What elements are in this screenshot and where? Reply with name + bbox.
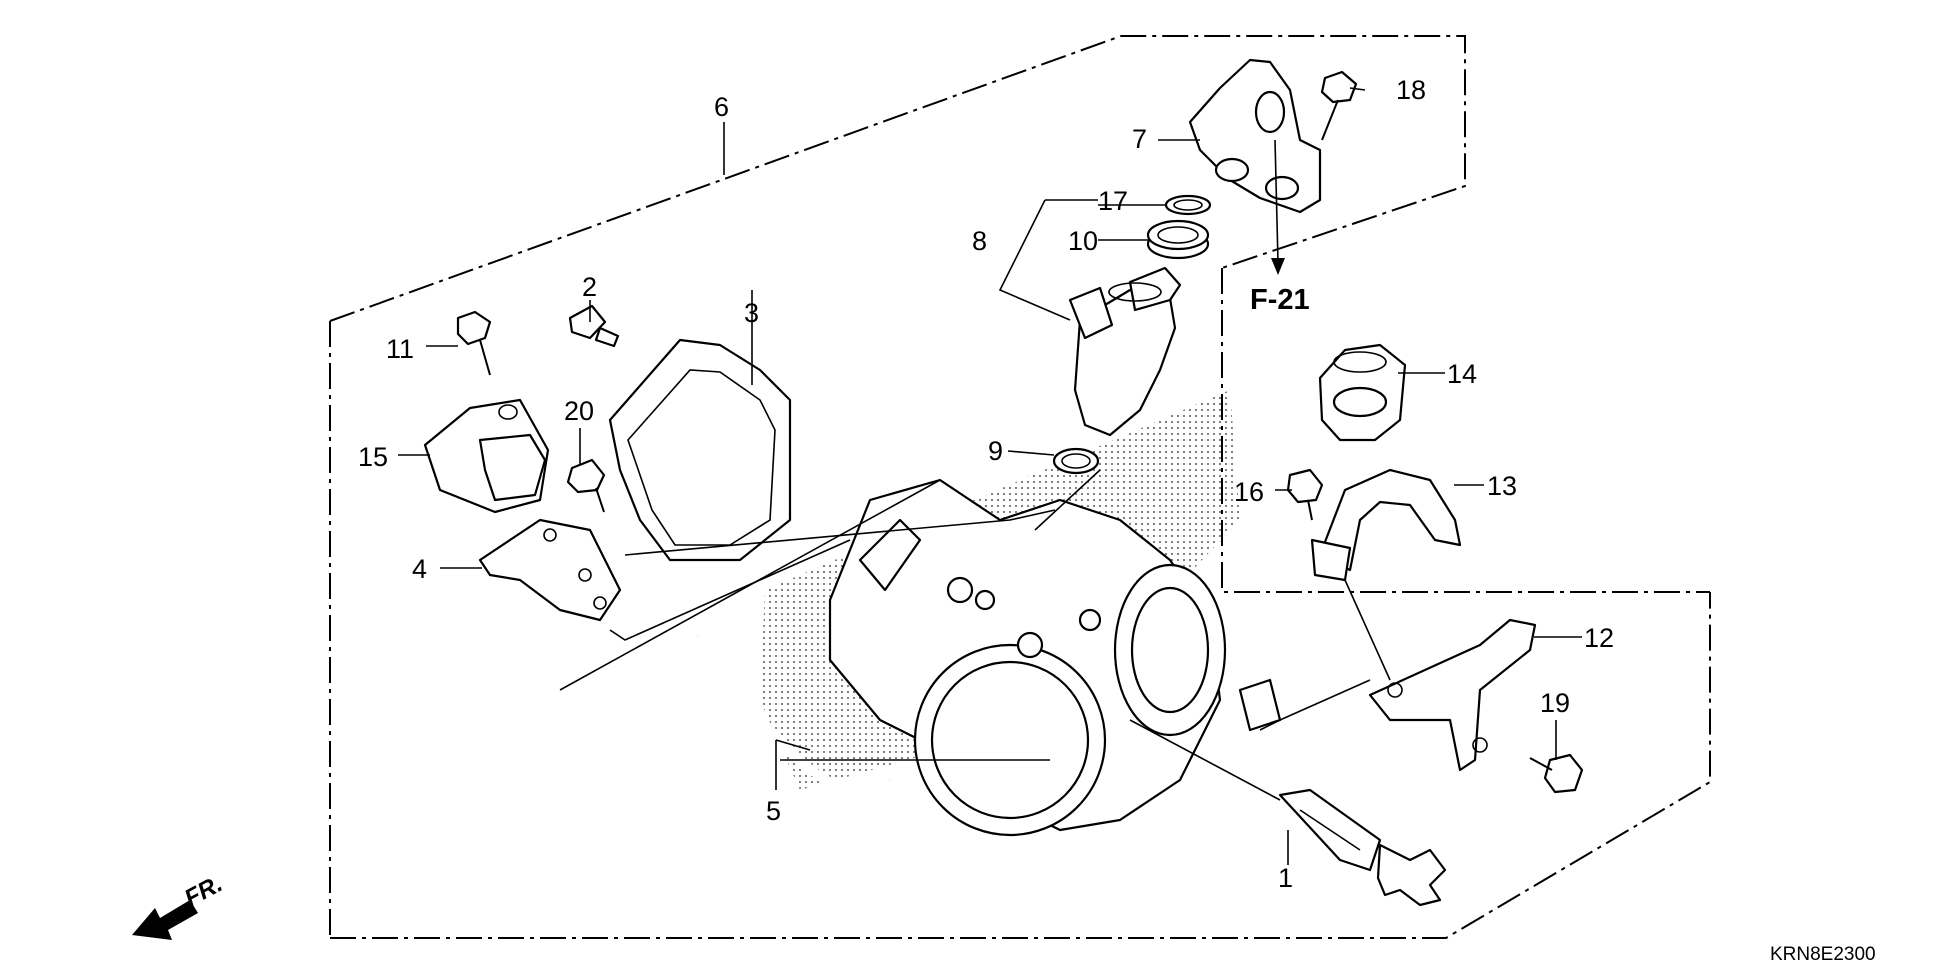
diagram-code: KRN8E2300 <box>1770 944 1876 965</box>
part-14-grommet <box>1318 343 1407 442</box>
callout-11: 11 <box>386 334 414 364</box>
callout-8: 8 <box>972 226 987 256</box>
part-10-seal <box>1146 219 1210 260</box>
front-arrow-icon: FR. <box>132 870 227 940</box>
part-16-bolt <box>1286 468 1324 521</box>
callout-18: 18 <box>1396 75 1426 105</box>
part-4-bracket <box>478 518 622 622</box>
callout-12: 12 <box>1584 623 1614 653</box>
part-13-clamp <box>1310 468 1462 582</box>
callout-2: 2 <box>582 272 597 302</box>
part-15-sensor <box>423 398 550 514</box>
reference-label: F-21 <box>1250 284 1310 316</box>
part-17-o-ring <box>1164 194 1212 216</box>
callout-13: 13 <box>1487 471 1517 501</box>
group-outline-main <box>329 35 1711 939</box>
callout-16: 16 <box>1234 477 1264 507</box>
part-19-bolt <box>1529 753 1584 794</box>
part-2-screw <box>568 304 620 348</box>
group-outline-sub <box>1221 268 1710 593</box>
leader-lines <box>398 87 1582 865</box>
callout-4: 4 <box>412 554 427 584</box>
callout-9: 9 <box>988 436 1003 466</box>
callout-5: 5 <box>766 796 781 826</box>
part-3-cover <box>608 338 792 562</box>
part-20-screw <box>566 458 606 513</box>
callout-3: 3 <box>744 298 759 328</box>
callout-15: 15 <box>358 442 388 472</box>
callout-10: 10 <box>1068 226 1098 256</box>
part-7-fuel-holder <box>1188 58 1322 214</box>
callout-labels: 1 2 3 4 5 6 7 8 9 10 11 12 13 14 15 16 1… <box>358 75 1614 893</box>
part-1-idle-screw <box>1278 788 1447 907</box>
part-11-bolt <box>456 310 492 376</box>
part-9-seal <box>1052 447 1100 475</box>
throttle-body <box>828 478 1282 837</box>
part-8-injector <box>1068 266 1182 437</box>
callout-7: 7 <box>1132 124 1147 154</box>
callout-20: 20 <box>564 396 594 426</box>
callout-17: 17 <box>1098 186 1128 216</box>
part-12-bracket <box>1368 618 1537 772</box>
assembly-lines <box>559 469 1391 801</box>
part-18-bolt <box>1320 70 1358 141</box>
callout-14: 14 <box>1447 359 1477 389</box>
callout-19: 19 <box>1540 688 1570 718</box>
callout-1: 1 <box>1278 863 1293 893</box>
callout-6: 6 <box>714 92 729 122</box>
